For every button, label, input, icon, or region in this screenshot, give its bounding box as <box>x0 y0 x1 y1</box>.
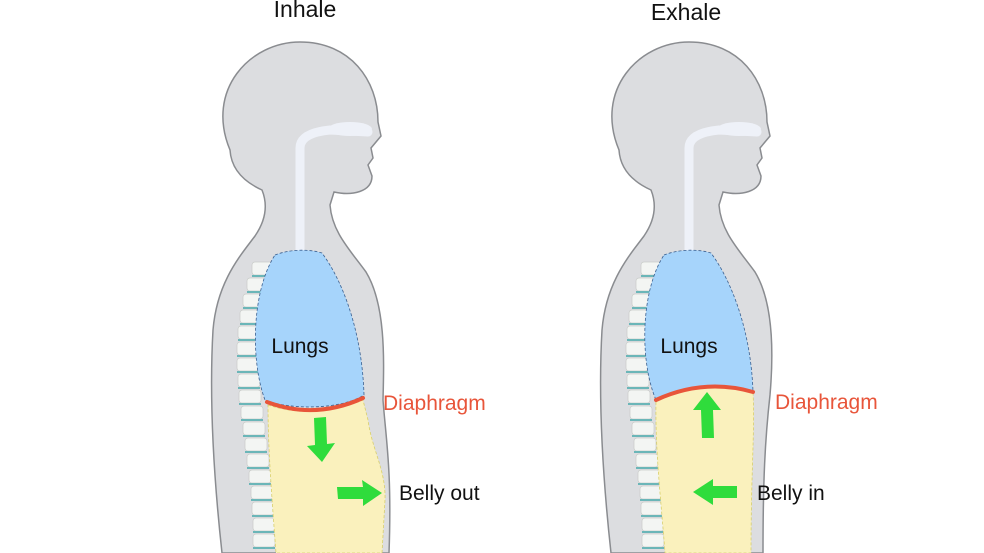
diaphragm <box>265 396 365 413</box>
exhale-belly-label: Belly in <box>757 482 825 505</box>
inhale-diaphragm-label: Diaphragm <box>383 392 486 415</box>
nasal-cavity <box>717 122 761 136</box>
arrow-left-icon <box>693 479 737 505</box>
arrow-up-icon <box>693 392 721 438</box>
inhale-title: Inhale <box>274 0 337 22</box>
inhale-belly-label: Belly out <box>399 482 480 505</box>
exhale-figure <box>599 41 773 553</box>
exhale-title: Exhale <box>651 0 721 25</box>
arrow-down-icon <box>307 417 335 462</box>
inhale-figure <box>210 41 391 553</box>
nasal-cavity <box>328 122 372 136</box>
diaphragm <box>654 384 755 402</box>
abdomen <box>267 399 386 553</box>
inhale-lungs-label: Lungs <box>271 335 328 358</box>
lungs <box>644 249 754 401</box>
lungs <box>255 249 365 408</box>
exhale-lungs-label: Lungs <box>660 335 717 358</box>
arrow-right-icon <box>337 480 382 506</box>
exhale-diaphragm-label: Diaphragm <box>775 391 878 414</box>
